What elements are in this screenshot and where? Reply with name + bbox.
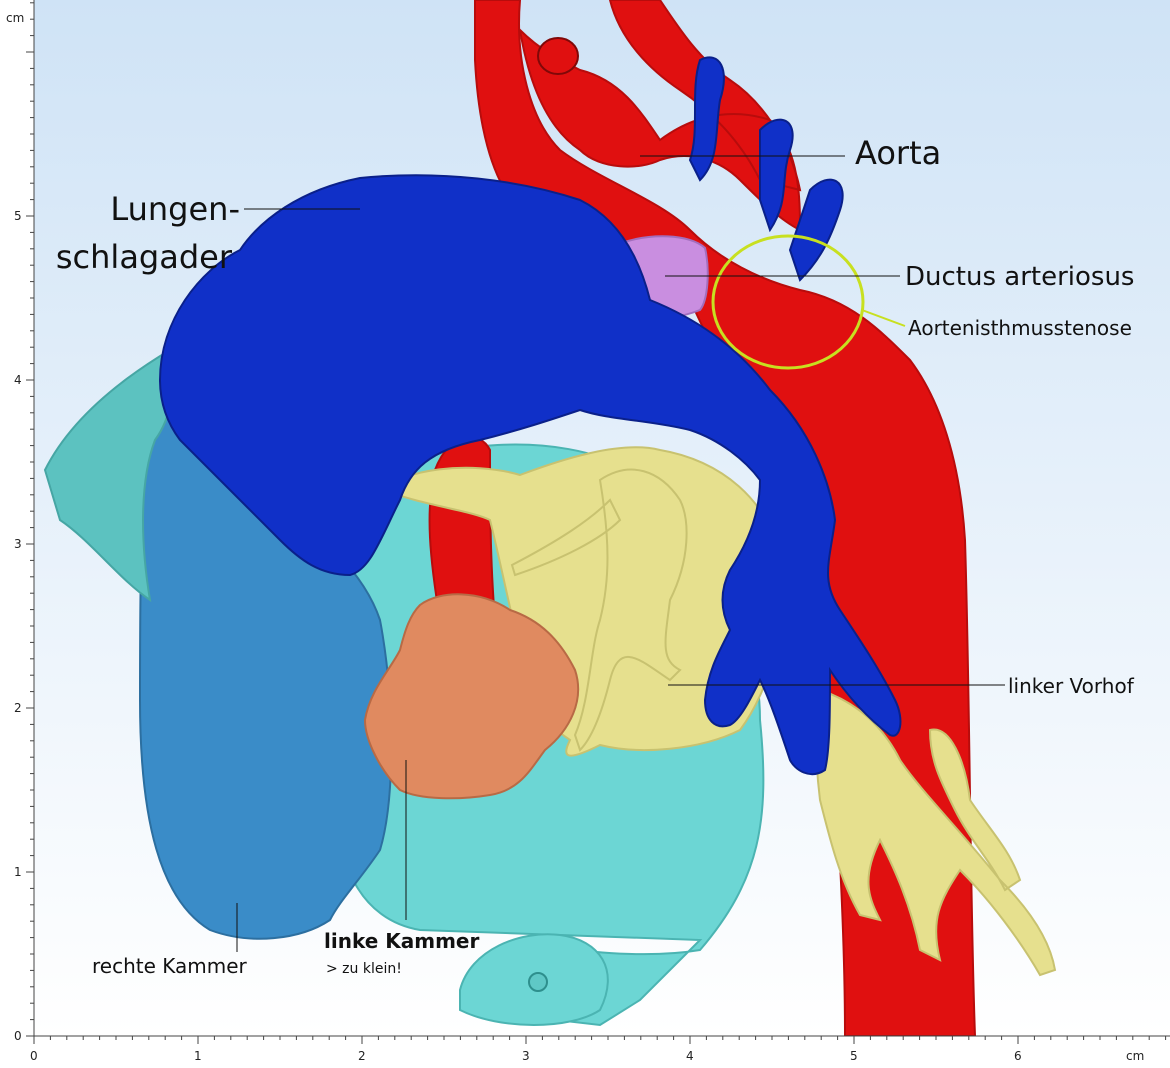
y-axis-unit: cm	[6, 11, 24, 25]
y-ticks: 0 1 2 3 4 5	[14, 2, 34, 1043]
y-tick-label: 5	[14, 209, 22, 223]
label-isthmus: Aortenisthmusstenose	[908, 316, 1132, 340]
y-tick-label: 4	[14, 373, 22, 387]
x-tick-label: 5	[850, 1049, 858, 1063]
leader-lines	[236, 155, 1005, 952]
right-ventricle-lobe	[43, 348, 176, 603]
x-tick-label: 2	[358, 1049, 366, 1063]
label-lungen-line2: schlagader	[56, 238, 233, 276]
label-lungen-line1: Lungen-	[110, 190, 240, 228]
pulmonary-artery-shape	[158, 174, 902, 776]
label-linke-kammer: linke Kammer	[324, 929, 479, 953]
label-ductus: Ductus arteriosus	[905, 262, 1134, 292]
x-tick-label: 0	[30, 1049, 38, 1063]
y-tick-label: 1	[14, 865, 22, 879]
x-axis-unit: cm	[1126, 1049, 1144, 1063]
y-tick-label: 0	[14, 1029, 22, 1043]
label-linker-vorhof: linker Vorhof	[1008, 674, 1135, 698]
leader-isthmus	[861, 309, 906, 327]
x-tick-label: 3	[522, 1049, 530, 1063]
descending-red-vessel	[428, 435, 497, 621]
pulmonary-veins-left	[510, 468, 688, 752]
label-aorta: Aorta	[855, 134, 941, 172]
x-axis-band	[0, 1036, 1170, 1068]
y-axis-band	[0, 0, 34, 1036]
isthmus-highlight-circle	[711, 234, 865, 370]
x-tick-label: 6	[1014, 1049, 1022, 1063]
left-ventricle-shape	[363, 593, 580, 800]
label-rechte-kammer: rechte Kammer	[92, 954, 248, 978]
label-linke-kammer-note: > zu klein!	[326, 961, 402, 977]
vessel-opening	[528, 972, 548, 992]
pulmonary-veins-right	[815, 688, 1057, 977]
y-tick-label: 2	[14, 701, 22, 715]
x-tick-label: 4	[686, 1049, 694, 1063]
vessel-opening-top	[537, 37, 579, 75]
x-ticks: 0 1 2 3 4 5 6	[30, 1036, 1167, 1063]
y-tick-label: 3	[14, 537, 22, 551]
x-tick-label: 1	[194, 1049, 202, 1063]
